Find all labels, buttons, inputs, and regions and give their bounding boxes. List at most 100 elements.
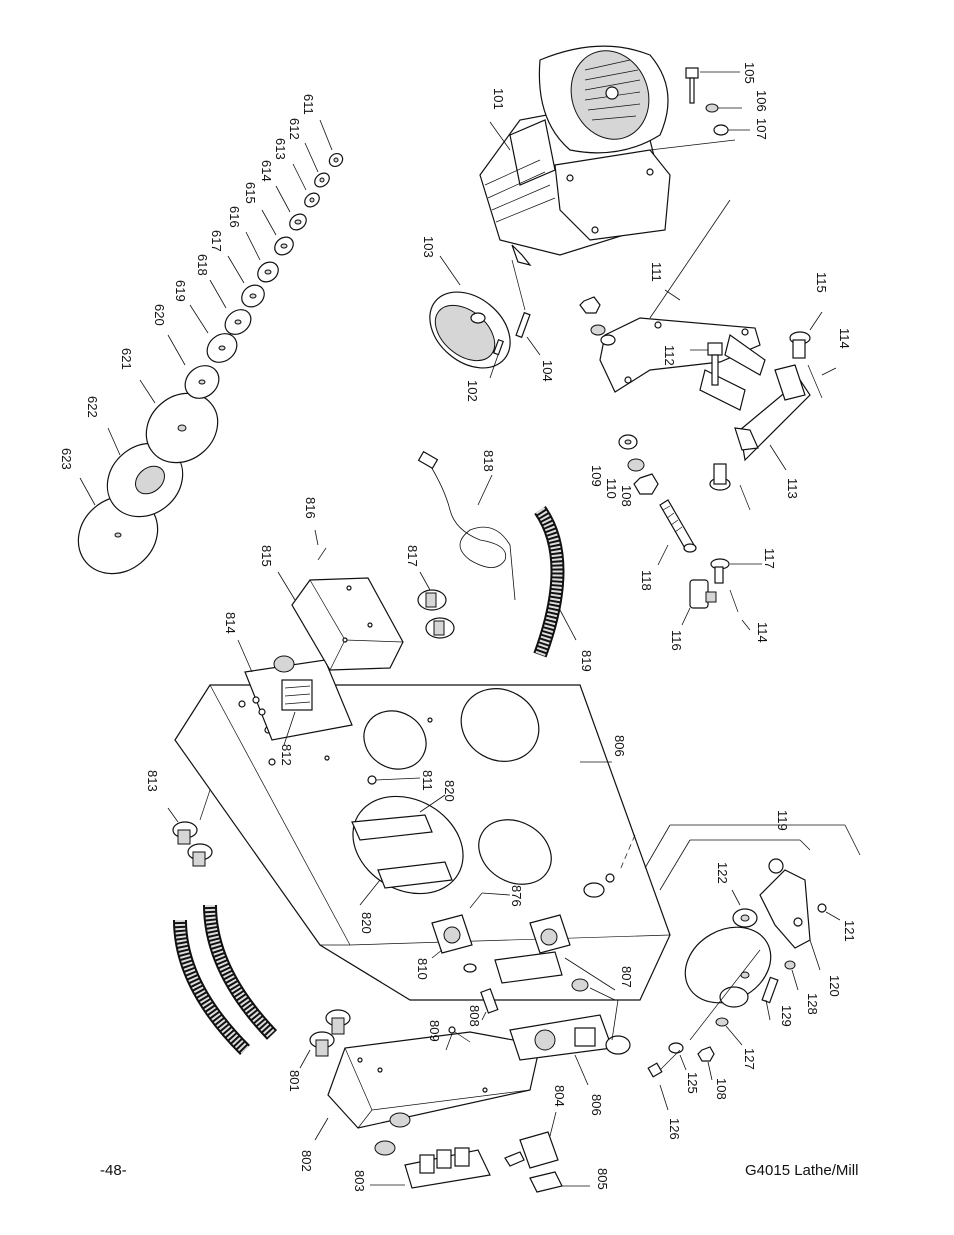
label-122: 122 [715, 862, 730, 884]
power-cord-818: 818 [417, 450, 516, 601]
washer-107: 107 [649, 118, 769, 151]
washer-128: 128 [784, 960, 820, 1015]
label-806b: 806 [589, 1094, 604, 1116]
cotter-114: 114 [807, 328, 852, 399]
washer-119: 119 [644, 810, 861, 891]
junction-box-815: 815 [259, 545, 404, 671]
label-613: 613 [273, 138, 288, 160]
screw-816: 816 [303, 497, 327, 561]
light-808: 808 [467, 988, 499, 1027]
gear-122: 122 [715, 862, 758, 928]
gear-611 [328, 152, 344, 168]
panel-plate-807: 807 [463, 951, 634, 1041]
label-110: 110 [604, 478, 619, 499]
bolt-112: 112 [662, 342, 723, 386]
cabinet-806: 806 [174, 684, 671, 1001]
terminal-block-803: 803 [352, 1147, 491, 1192]
fittings-817: 817 [405, 545, 455, 639]
label-804: 804 [552, 1085, 567, 1107]
label-621: 621 [119, 348, 134, 370]
terminal-plate-814: 814 812 [223, 612, 353, 766]
label-617: 617 [209, 230, 224, 252]
gear-619 [206, 333, 238, 363]
gear-618 [224, 309, 252, 335]
label-618: 618 [195, 254, 210, 276]
nut-108b: 108 [697, 1046, 729, 1100]
switch-804: 804 [504, 1085, 567, 1169]
clevis-116: 116 [669, 579, 717, 651]
label-121: 121 [842, 920, 857, 942]
label-108b: 108 [714, 1078, 729, 1100]
control-box-802: 802 [299, 1031, 541, 1172]
label-119: 119 [775, 810, 790, 831]
label-111: 111 [649, 262, 664, 282]
label-623: 623 [59, 448, 74, 470]
gear-617 [241, 284, 265, 308]
label-813: 813 [145, 770, 160, 792]
label-820: 820 [442, 780, 457, 802]
label-812: 812 [279, 744, 294, 766]
label-876: 876 [509, 885, 524, 907]
label-819: 819 [579, 650, 594, 672]
bolt-105: 105 [685, 62, 757, 104]
pulley-103: 103 [421, 236, 511, 369]
label-814: 814 [223, 612, 238, 634]
change-gears: 623 622 621 620 619 618 617 616 615 614 … [59, 94, 344, 575]
label-802: 802 [299, 1150, 314, 1172]
bolt-126: 126 [647, 949, 761, 1140]
label-114b: 114 [755, 622, 770, 643]
screw-129: 129 [761, 976, 794, 1027]
label-125: 125 [685, 1072, 700, 1094]
cotter-114b: 114 [729, 589, 770, 643]
motor-101: 101 [479, 45, 671, 267]
plate-805: 805 [529, 1168, 610, 1193]
label-114: 114 [837, 328, 852, 349]
label-616: 616 [227, 206, 242, 228]
label-803: 803 [352, 1170, 367, 1192]
label-113: 113 [785, 478, 800, 499]
label-117: 117 [762, 548, 777, 569]
label-811: 811 [420, 770, 435, 791]
switch-right [529, 914, 571, 954]
label-818: 818 [481, 450, 496, 472]
label-120: 120 [827, 975, 842, 997]
pin-117: 117 [710, 548, 777, 584]
bracket-111: 111 [599, 199, 766, 411]
gear-614 [289, 213, 307, 231]
gear-bracket-120: 120 [759, 858, 842, 997]
label-103: 103 [421, 236, 436, 258]
label-801: 801 [287, 1070, 302, 1092]
arm-113: 113 [734, 364, 811, 499]
gear-620 [184, 365, 220, 399]
label-127: 127 [742, 1048, 757, 1070]
conduit-819: 819 [533, 505, 594, 672]
gear-622 [106, 442, 184, 518]
label-817: 817 [405, 545, 420, 567]
label-112: 112 [662, 345, 677, 366]
page-number: -48- [100, 1162, 127, 1179]
screw-811: 811 [367, 770, 435, 791]
pin-arm-lower [709, 463, 751, 511]
washer-125: 125 [668, 1042, 700, 1094]
washer-110: 110 [604, 458, 645, 499]
gear-615 [274, 236, 294, 256]
gear-616 [257, 261, 279, 283]
label-104: 104 [540, 360, 555, 382]
fittings-813: 813 [145, 770, 213, 867]
label-807: 807 [619, 966, 634, 988]
label-116: 116 [669, 630, 684, 651]
label-816: 816 [303, 497, 318, 519]
washer-121: 121 [817, 903, 857, 942]
model-name: G4015 Lathe/Mill [745, 1162, 859, 1179]
label-810: 810 [415, 958, 430, 980]
label-115: 115 [814, 272, 829, 293]
switch-810: 810 [415, 914, 473, 980]
label-612: 612 [287, 118, 302, 140]
label-622: 622 [85, 396, 100, 418]
label-806: 806 [612, 735, 627, 757]
label-107: 107 [754, 118, 769, 140]
label-118: 118 [639, 570, 654, 591]
label-106: 106 [754, 90, 769, 112]
label-614: 614 [259, 160, 274, 182]
